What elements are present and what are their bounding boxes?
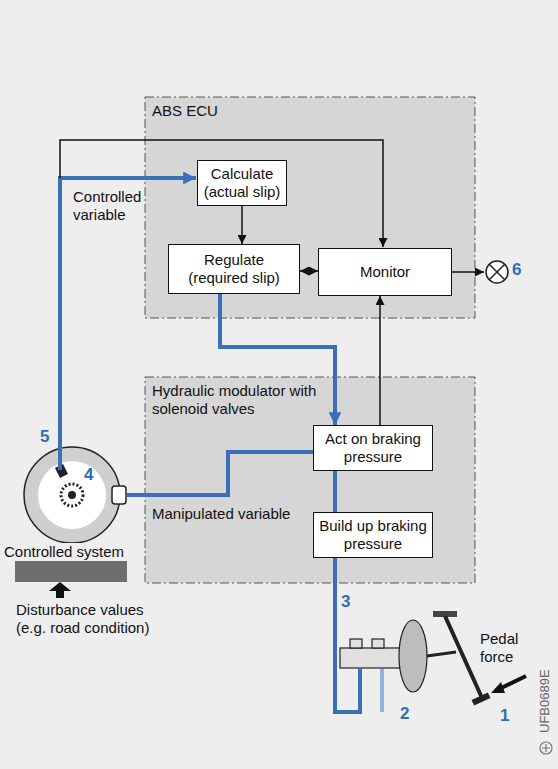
callout-number: 6 — [512, 260, 526, 280]
box-text: Monitor — [322, 263, 448, 281]
brake-booster — [399, 620, 427, 692]
manipulated-variable-line — [127, 452, 320, 495]
pedal-lever — [445, 616, 482, 698]
reservoir — [372, 639, 384, 648]
box-text: Act on braking pressure — [317, 430, 429, 466]
push-rod — [427, 652, 456, 656]
warning-lamp — [489, 264, 505, 280]
brake-caliper — [112, 486, 126, 504]
callout-number: 4 — [84, 465, 98, 485]
process-box: Monitor — [318, 248, 452, 296]
group-heading: ABS ECU — [145, 97, 302, 120]
brake-line — [335, 545, 360, 712]
wheel-hub — [68, 491, 76, 499]
part-label: Controlled system — [4, 543, 139, 561]
watermark-symbol — [540, 742, 552, 754]
brake-line — [380, 669, 384, 712]
signal-arrow — [379, 296, 381, 425]
part-label: Pedal force — [480, 630, 530, 666]
monitor-feed-line — [60, 140, 383, 247]
pedal-force-arrow — [491, 682, 505, 693]
sensor-ring — [61, 484, 83, 506]
callout-number: 3 — [341, 592, 355, 612]
signal-label: Controlled variable — [73, 188, 149, 224]
ecu-ground — [145, 97, 475, 318]
brake-disc — [38, 461, 106, 529]
road — [15, 560, 127, 582]
process-box: Calculate (actual slip) — [197, 160, 287, 206]
master-cylinder — [340, 648, 400, 668]
warning-lamp — [486, 261, 508, 283]
signal-arrow — [300, 270, 318, 272]
box-text: Regulate (required slip) — [172, 251, 296, 287]
group-heading: Hydraulic modulator with solenoid valves — [145, 377, 332, 418]
box-text: Build up braking pressure — [317, 517, 429, 553]
watermark-symbol — [542, 744, 550, 752]
ecu-group: ABS ECU Calculate (actual slip) Regulate (… — [145, 97, 475, 318]
process-box: Regulate (required slip) — [168, 244, 300, 294]
modulator-group: Hydraulic modulator with solenoid valves… — [145, 377, 475, 583]
process-box: Act on braking pressure — [313, 425, 433, 471]
reservoir — [350, 639, 362, 648]
disturbance-arrow — [49, 582, 71, 598]
callout-number: 5 — [40, 427, 54, 447]
box-text: Calculate (actual slip) — [201, 165, 283, 201]
wheel-tyre — [24, 447, 120, 543]
process-box: Build up braking pressure — [313, 512, 433, 558]
modulator-ground — [145, 377, 475, 583]
signal-arrow — [241, 206, 243, 244]
signal-label: Manipulated variable — [152, 505, 312, 523]
note-label: Disturbance values (e.g. road condition) — [16, 601, 166, 637]
controlled-variable-line — [60, 178, 196, 470]
pressure-line — [333, 471, 337, 512]
pedal-pad — [472, 692, 491, 705]
callout-number: 1 — [500, 706, 514, 726]
callout-number: 2 — [400, 704, 414, 724]
watermark: UFB0689E — [537, 669, 553, 733]
